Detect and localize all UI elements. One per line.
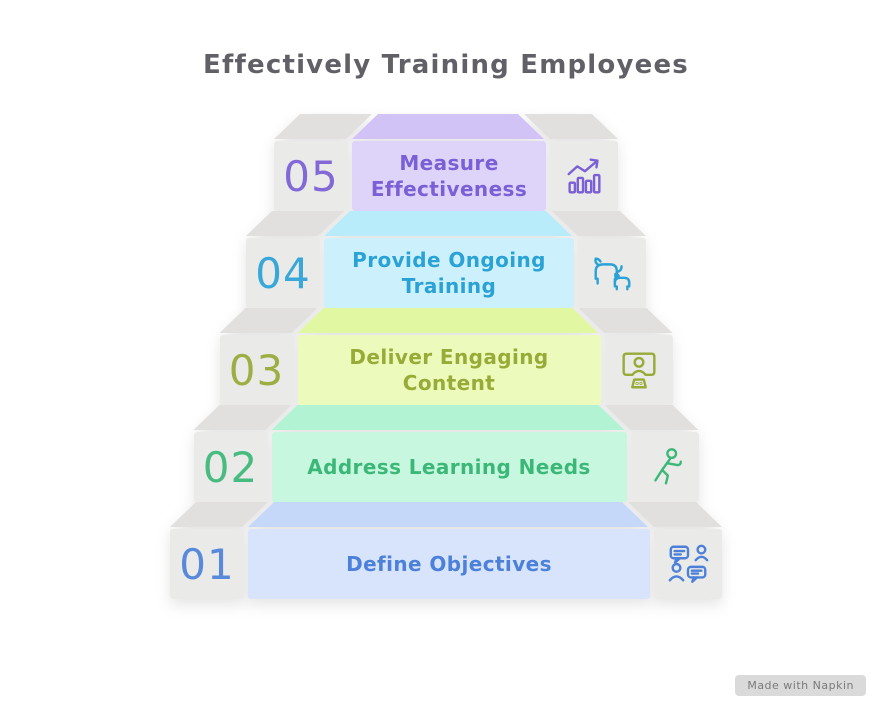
step-number-cube: 04 — [246, 238, 320, 308]
step-label: Measure Effectiveness — [352, 141, 546, 211]
step-top-face — [170, 502, 722, 527]
bar-chart-growth-icon — [550, 141, 618, 211]
staircase-diagram: 05 Measure Effectiveness 04 Provide Ongoing… — [0, 114, 892, 599]
step-number: 01 — [179, 539, 235, 589]
dogs-training-icon — [578, 238, 646, 308]
step-number-cube: 03 — [219, 335, 294, 405]
panel-top-face — [298, 308, 599, 333]
step-number-cube: 05 — [274, 141, 348, 211]
step-number: 03 — [228, 345, 285, 395]
step-top-face — [220, 308, 673, 333]
panel-top-face — [248, 502, 648, 527]
step-number: 04 — [255, 248, 311, 298]
step-label: Provide Ongoing Training — [324, 238, 574, 308]
step-number: 02 — [202, 442, 259, 492]
step-number-cube: 01 — [170, 529, 244, 599]
panel-top-face — [324, 211, 572, 236]
step-top-face — [194, 405, 699, 430]
step-front-face: 04 Provide Ongoing Training — [246, 238, 646, 308]
step-label: Address Learning Needs — [271, 432, 627, 502]
panel-top-face — [272, 405, 625, 430]
active-person-icon — [630, 432, 699, 502]
infographic-title: Effectively Training Employees — [203, 50, 689, 80]
step-number-cube: 02 — [193, 432, 268, 502]
step-label: Deliver Engaging Content — [297, 335, 601, 405]
step-04: 04 Provide Ongoing Training — [246, 211, 646, 308]
step-front-face: 01 Define Objectives — [170, 529, 722, 599]
presenter-screen-icon — [604, 335, 673, 405]
step-front-face: 05 Measure Effectiveness — [274, 141, 618, 211]
discussion-people-icon — [654, 529, 722, 599]
step-05: 05 Measure Effectiveness — [274, 114, 618, 211]
step-01: 01 Define Objectives — [170, 502, 722, 599]
step-top-face — [274, 114, 618, 139]
watermark-badge: Made with Napkin — [735, 675, 866, 696]
step-number: 05 — [283, 151, 339, 201]
step-label: Define Objectives — [248, 529, 650, 599]
step-top-face — [246, 211, 646, 236]
panel-top-face — [352, 114, 544, 139]
